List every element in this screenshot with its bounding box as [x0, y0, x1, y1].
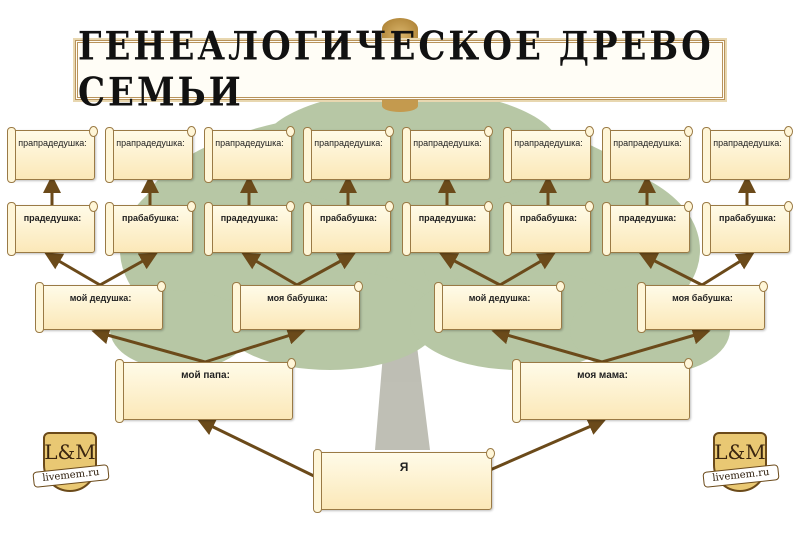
great-grandparent-box[interactable]: прадедушка:	[204, 201, 295, 256]
logo-right: L&M livemem.ru	[702, 432, 780, 502]
logo-left: L&M livemem.ru	[32, 432, 110, 502]
title-ornament-bottom	[382, 100, 418, 112]
great-great-grandparent-box[interactable]: прапрадедушка:	[204, 126, 295, 183]
grandparent-box[interactable]: моя бабушка:	[232, 281, 363, 333]
grandparent-box[interactable]: мой дедушка:	[35, 281, 166, 333]
great-grandparent-box[interactable]: прадедушка:	[402, 201, 493, 256]
arrow	[196, 418, 319, 480]
great-great-grandparent-box[interactable]: прапрадедушка:	[303, 126, 394, 183]
great-grandparent-box[interactable]: прадедушка:	[602, 201, 693, 256]
great-great-grandparent-box[interactable]: прапрадедушка:	[402, 126, 493, 183]
great-great-grandparent-box[interactable]: прапрадедушка:	[602, 126, 693, 183]
arrow	[296, 252, 356, 287]
arrow	[99, 252, 158, 287]
great-grandparent-box[interactable]: прабабушка:	[105, 201, 196, 256]
arrow	[44, 252, 101, 287]
arrow	[499, 252, 556, 287]
logo-monogram: L&M	[44, 440, 96, 464]
arrow	[701, 252, 755, 287]
logo-monogram: L&M	[714, 440, 766, 464]
great-great-grandparent-box[interactable]: прапрадедушка:	[7, 126, 98, 183]
title-frame: ГЕНЕАЛОГИЧЕСКОЕ ДРЕВО СЕМЬИ	[75, 24, 725, 116]
great-grandparent-box[interactable]: прабабушка:	[303, 201, 394, 256]
great-great-grandparent-box[interactable]: прапрадедушка:	[702, 126, 793, 183]
arrow	[638, 252, 703, 287]
arrow	[491, 326, 603, 364]
great-grandparent-box[interactable]: прабабушка:	[702, 201, 793, 256]
great-great-grandparent-box[interactable]: прапрадедушка:	[105, 126, 196, 183]
grandparent-box[interactable]: мой дедушка:	[434, 281, 565, 333]
page-title: ГЕНЕАЛОГИЧЕСКОЕ ДРЕВО СЕМЬИ	[78, 24, 714, 116]
great-grandparent-box[interactable]: прадедушка:	[7, 201, 98, 256]
parent-box[interactable]: мой папа:	[115, 358, 296, 423]
arrow	[241, 252, 298, 287]
arrow	[439, 252, 501, 287]
great-great-grandparent-box[interactable]: прапрадедушка:	[503, 126, 594, 183]
arrow	[489, 418, 607, 472]
great-grandparent-box[interactable]: прабабушка:	[503, 201, 594, 256]
title-ornament-top	[382, 18, 418, 40]
parent-box[interactable]: моя мама:	[512, 358, 693, 423]
grandparent-box[interactable]: моя бабушка:	[637, 281, 768, 333]
arrow	[204, 327, 306, 364]
arrow	[91, 326, 206, 364]
arrow	[601, 326, 711, 364]
self-box[interactable]: Я	[313, 448, 495, 513]
